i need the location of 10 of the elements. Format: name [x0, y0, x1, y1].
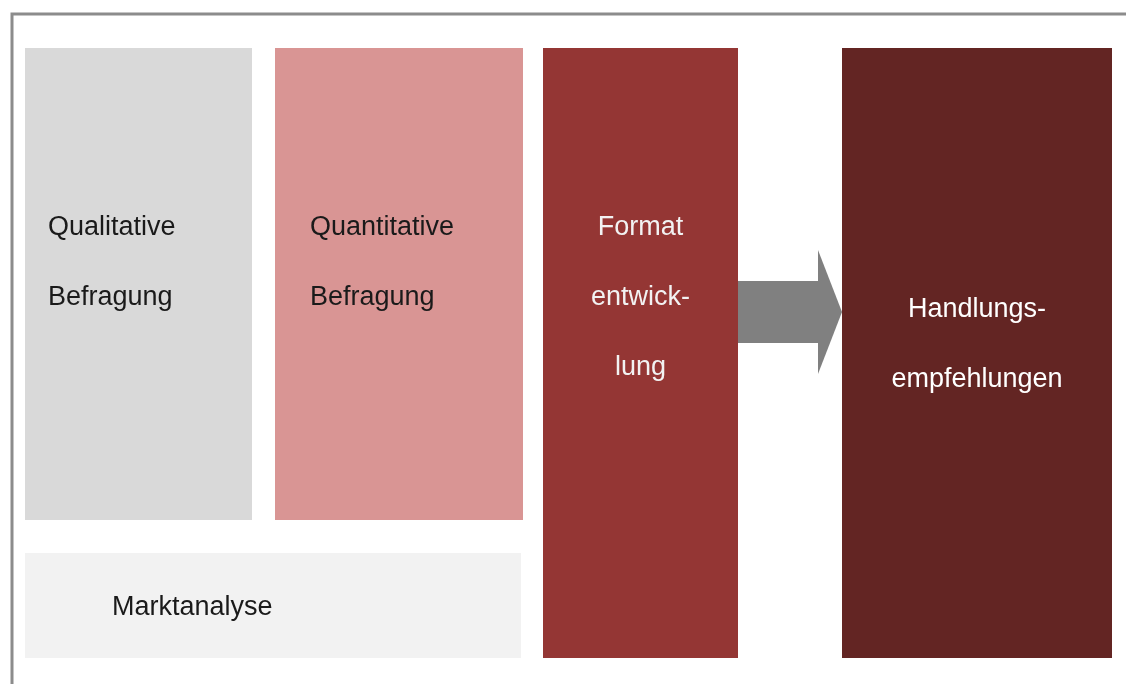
block-label: Qualitative Befragung — [48, 210, 177, 313]
block-label: Marktanalyse — [112, 590, 273, 623]
process-block — [25, 48, 252, 520]
block-label: Quantitative Befragung — [310, 210, 456, 313]
process-block — [543, 48, 738, 658]
process-block — [275, 48, 523, 520]
block-arrow — [738, 250, 842, 374]
block-label: Format entwick- lung — [590, 210, 691, 383]
process-block — [842, 48, 1112, 658]
block-label: Handlungs- empfehlungen — [890, 292, 1064, 395]
